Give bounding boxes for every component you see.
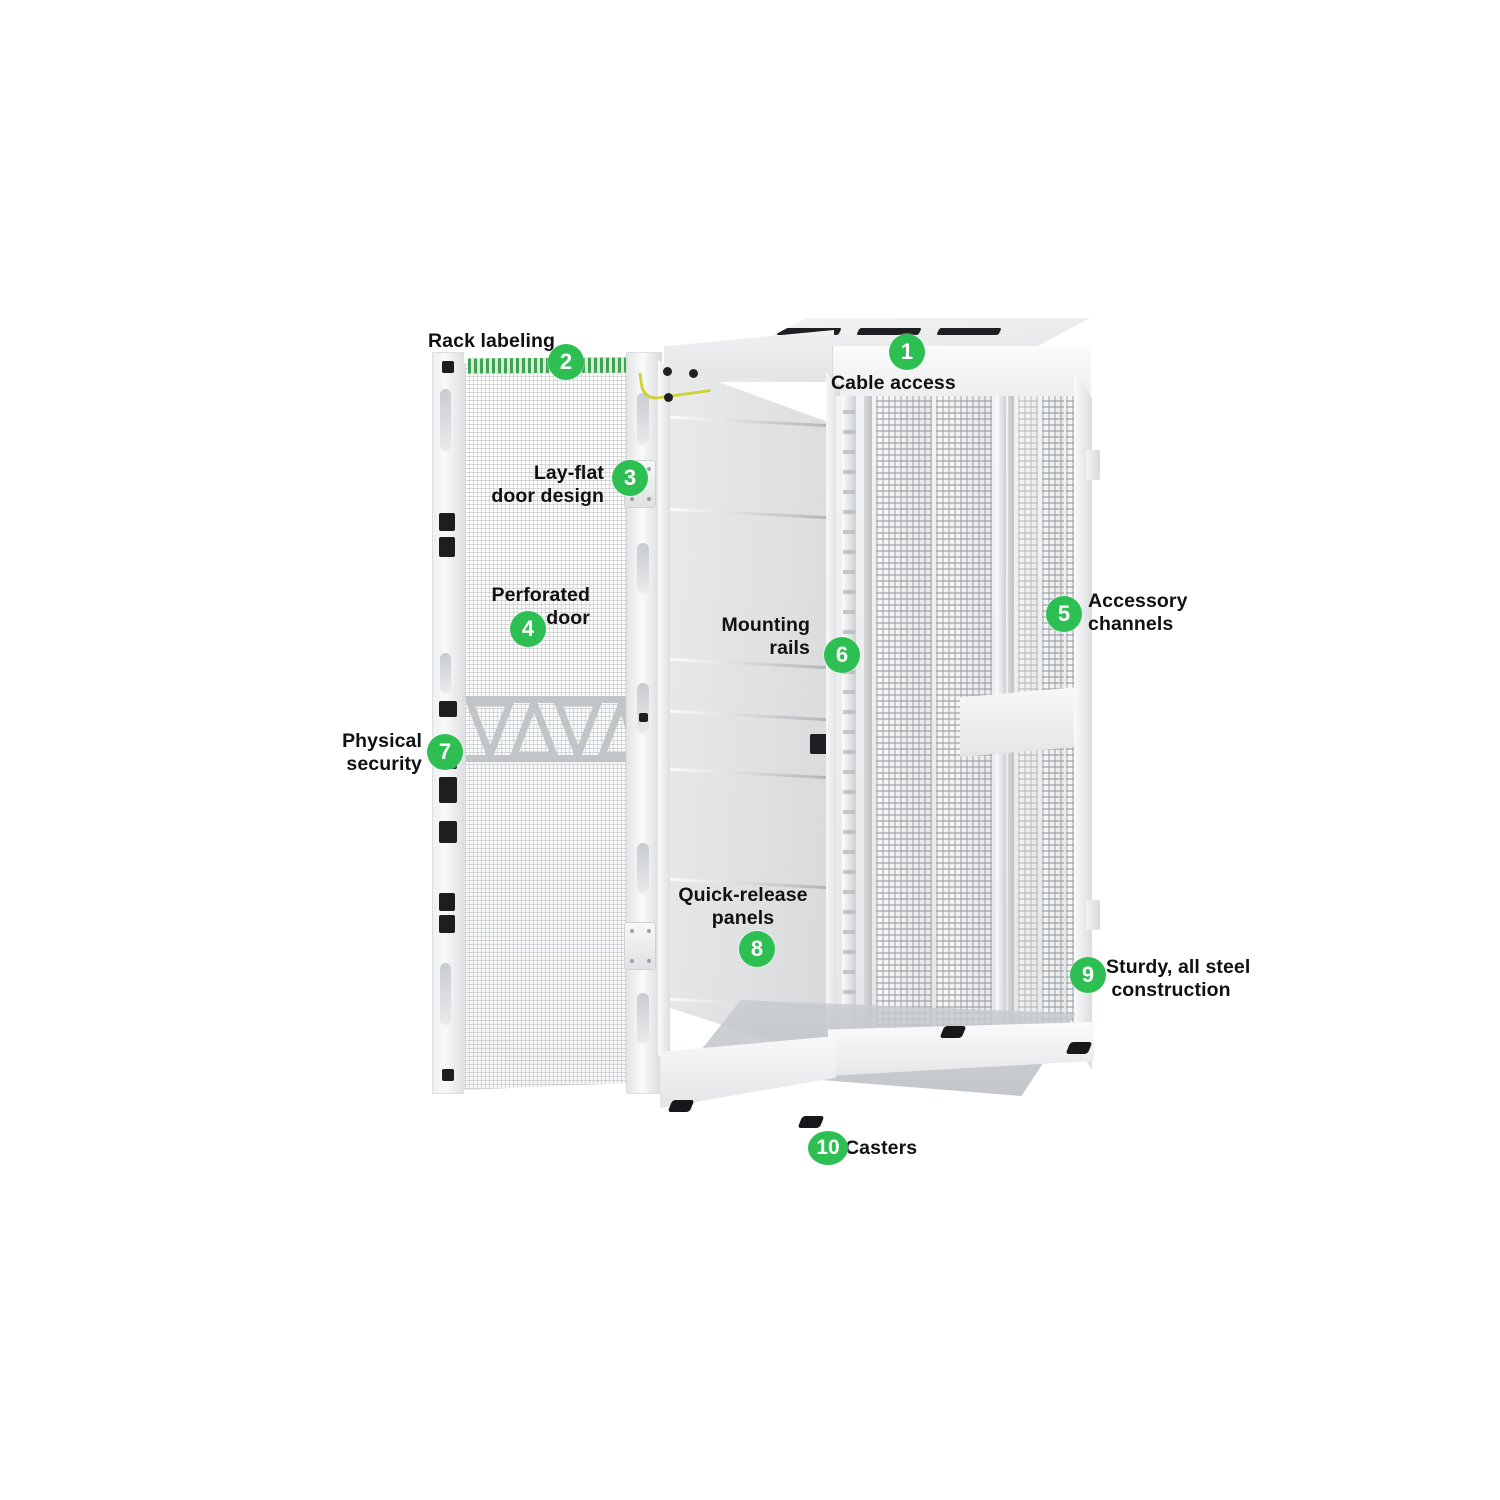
rack-rear-right-post [1074,370,1092,1070]
mounting-rail-front-left [842,396,856,1044]
callout-label-casters: Casters [845,1137,918,1159]
truss-triangles-icon [466,696,634,762]
callout-badge-2[interactable]: 2 [548,344,584,380]
callout-label-physical-security: Physical security [342,730,422,775]
server-rack-object [650,300,1110,1160]
rear-bracket-upper [1086,450,1100,480]
callout-label-steel-construction: Sturdy, all steel construction [1106,956,1251,1001]
rear-bracket-lower [1086,900,1100,930]
callout-label-lay-flat-door-design: Lay-flat door design [491,462,604,507]
rail-gap-shadow [864,396,872,1044]
door-perforated-mesh [464,356,638,1090]
ground-stud-frame [689,369,698,378]
ground-stud-upper [663,367,672,376]
callout-badge-5[interactable]: 5 [1046,596,1082,632]
ground-stud-lower [664,393,673,402]
callout-label-mounting-rails: Mounting rails [721,614,810,659]
callout-label-perforated-door: Perforated door [491,584,590,629]
callout-badge-6[interactable]: 6 [824,637,860,673]
callout-label-accessory-channels: Accessory channels [1088,590,1188,635]
callout-label-cable-access: Cable access [831,372,956,394]
callout-badge-3[interactable]: 3 [612,460,648,496]
callout-badge-10[interactable]: 10 [808,1131,848,1165]
rack-base-left [660,1036,836,1108]
caster-front-center [797,1116,825,1128]
rack-left-front-post [658,360,670,1062]
callout-badge-7[interactable]: 7 [427,734,463,770]
callout-label-quick-release-panels: Quick-release panels [678,884,808,929]
perforated-door-object [428,352,666,1096]
rack-top-front-face [832,346,1091,399]
callout-badge-1[interactable]: 1 [889,334,925,370]
door-truss-band [466,696,634,762]
caster-front-left [667,1100,695,1112]
mounting-rail-punched-panel-a [876,396,932,1044]
callout-label-rack-labeling: Rack labeling [428,330,556,352]
callout-badge-4[interactable]: 4 [510,611,546,647]
door-latch-edge [432,352,464,1094]
callout-badge-9[interactable]: 9 [1070,957,1106,993]
callout-badge-8[interactable]: 8 [739,931,775,967]
rack-mid-horizontal-brace [960,686,1092,757]
door-hinge-bottom[interactable] [624,922,656,970]
